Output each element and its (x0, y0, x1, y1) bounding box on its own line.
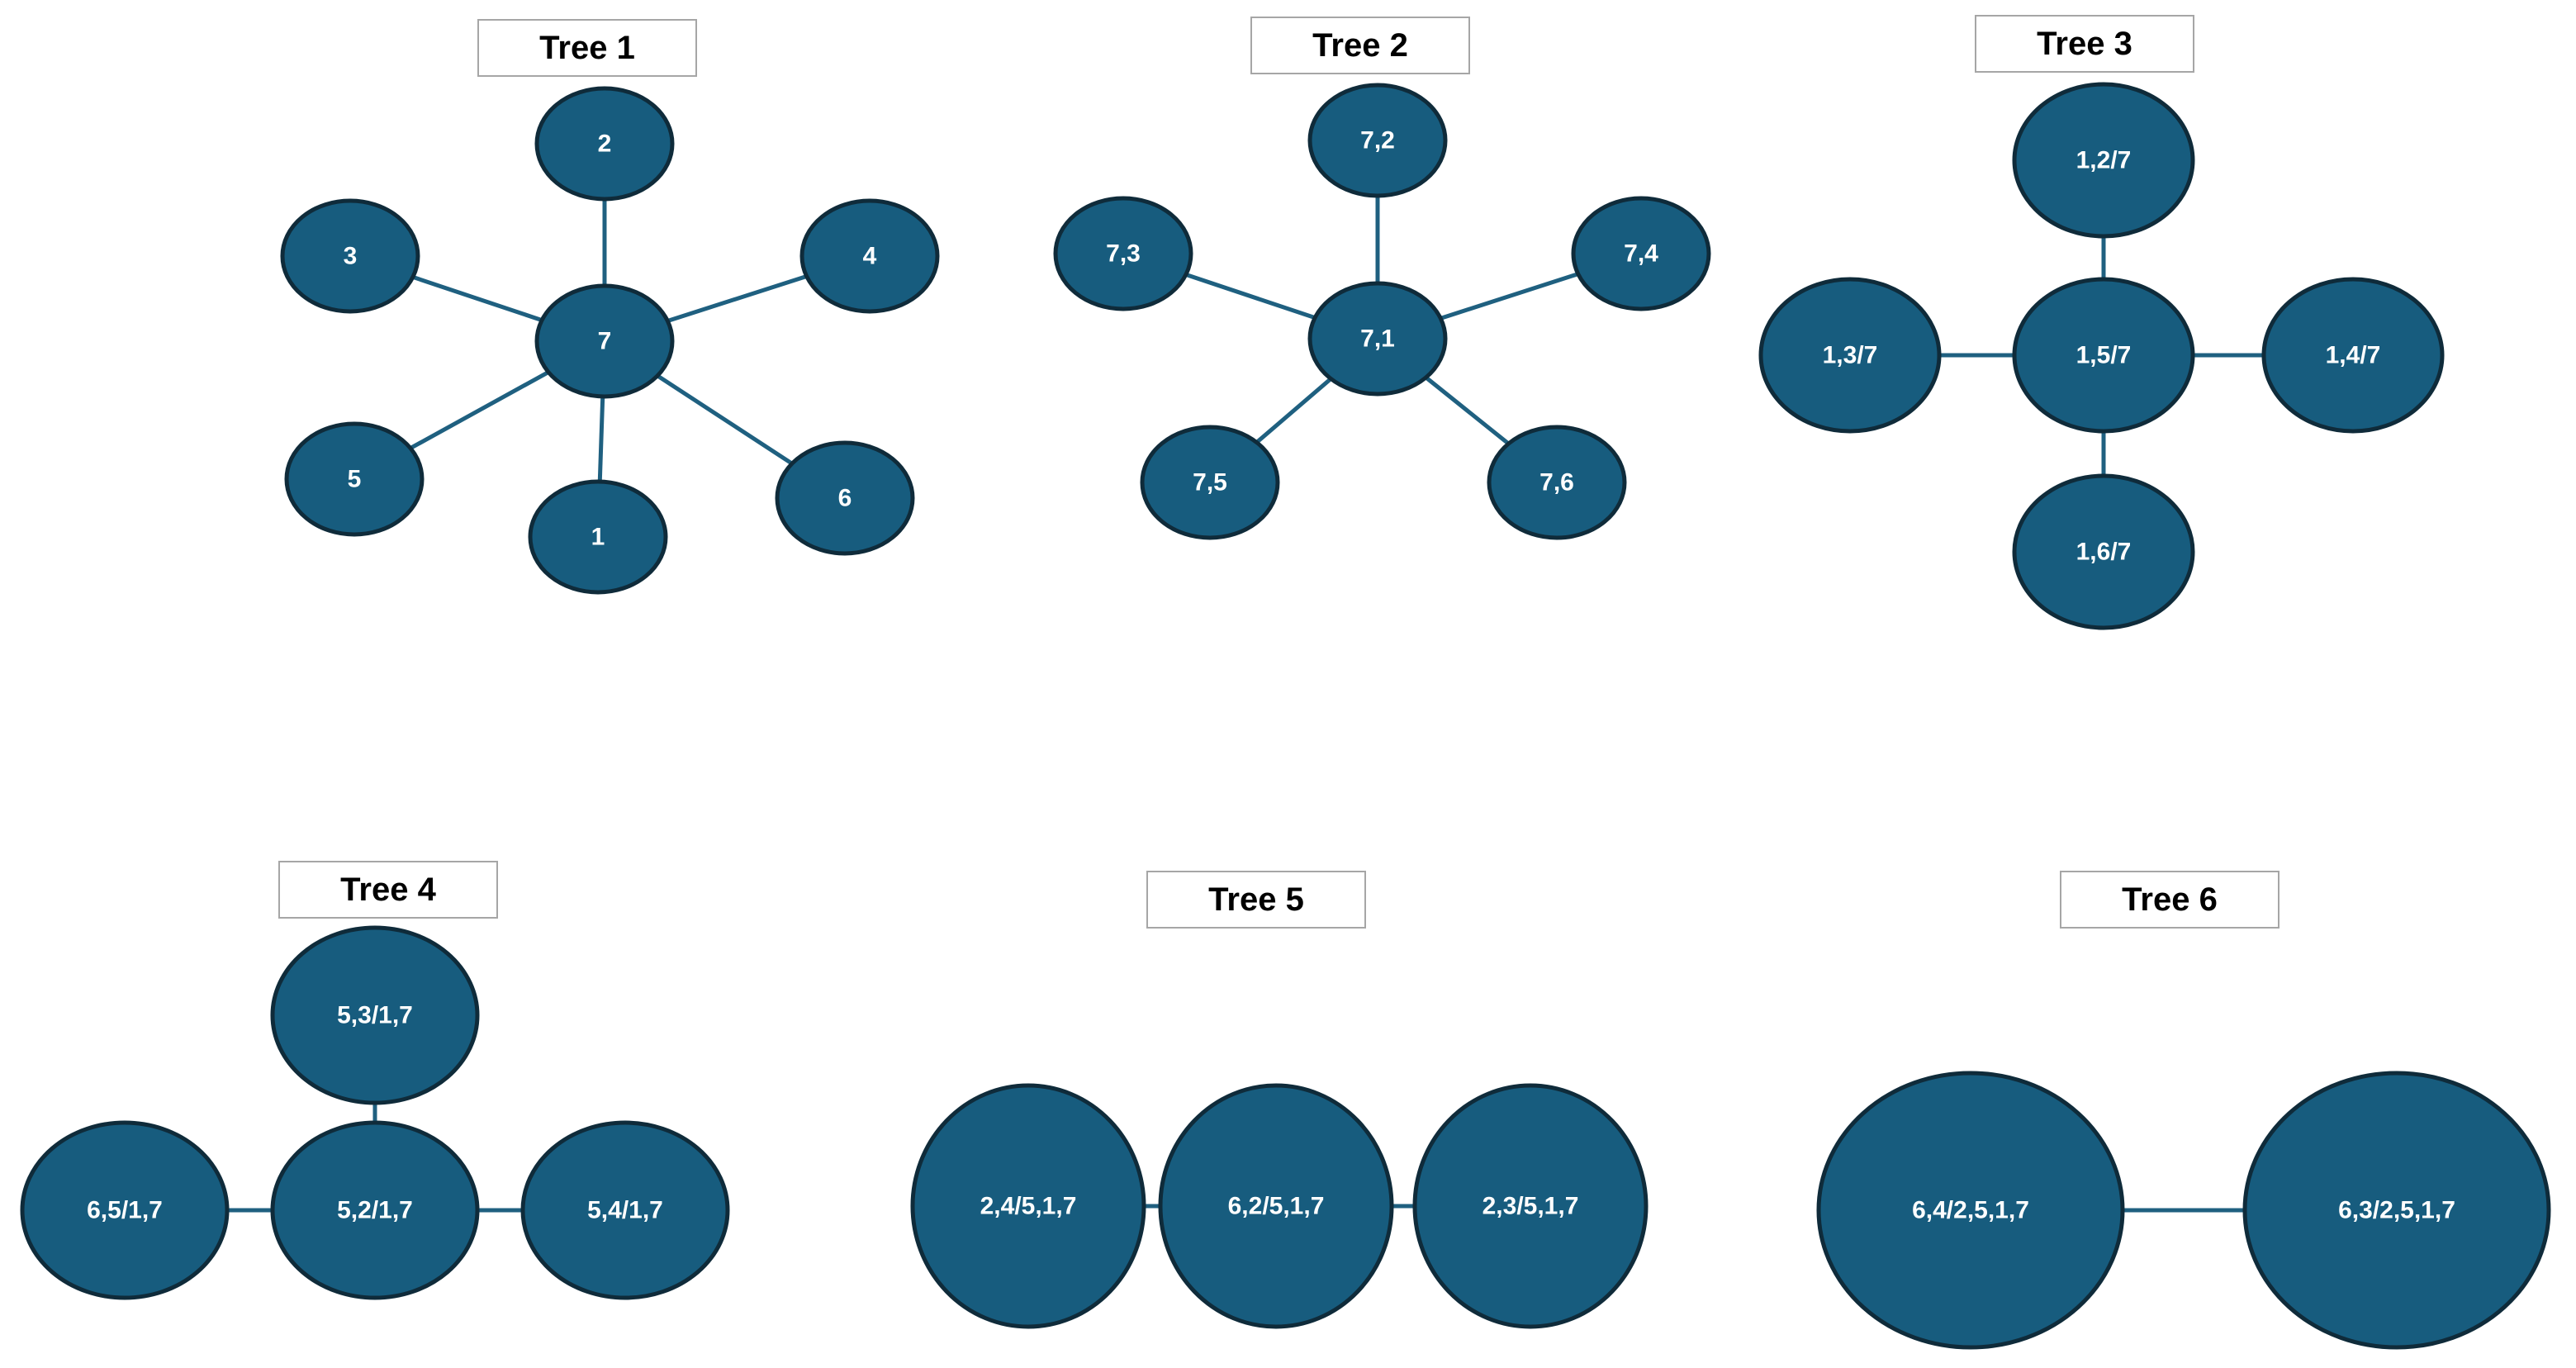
tree-2-node: 7,6 (1487, 425, 1627, 540)
node-ellipse (1487, 425, 1627, 540)
node-ellipse (2012, 82, 2195, 239)
node-label: 6 (838, 485, 852, 512)
node-ellipse (534, 86, 675, 202)
tree-3-node: 1,3/7 (1758, 277, 1942, 434)
tree-1-title: Tree 1 (477, 19, 697, 77)
node-label: 5,4/1,7 (587, 1197, 663, 1224)
node-label: 1,3/7 (1823, 342, 1878, 369)
tree-2-node: 7,2 (1307, 83, 1448, 198)
node-label: 1,6/7 (2076, 539, 2132, 566)
tree-6-title: Tree 6 (2060, 871, 2279, 929)
node-label: 2,3/5,1,7 (1483, 1193, 1579, 1220)
node-ellipse (1307, 281, 1448, 397)
node-label: 1,2/7 (2076, 147, 2132, 174)
node-label: 1 (591, 524, 605, 551)
node-ellipse (1158, 1083, 1394, 1329)
tree-1-node: 6 (775, 440, 915, 556)
tree-3-node: 1,4/7 (2261, 277, 2445, 434)
node-label: 7,3 (1106, 240, 1141, 268)
tree-6-node: 6,4/2,5,1,7 (1816, 1071, 2125, 1350)
node-ellipse (270, 1120, 480, 1300)
tree-2-node: 7,3 (1053, 196, 1193, 311)
node-label: 7,6 (1539, 469, 1574, 496)
node-label: 5 (348, 466, 362, 493)
tree-4-node: 5,2/1,7 (270, 1120, 480, 1300)
node-label: 7,1 (1360, 325, 1395, 353)
node-label: 6,4/2,5,1,7 (1912, 1197, 2029, 1224)
node-ellipse (1571, 196, 1711, 311)
tree-1-node: 2 (534, 86, 675, 202)
tree-3-node: 1,6/7 (2012, 473, 2195, 630)
node-ellipse (2012, 473, 2195, 630)
node-label: 7 (598, 328, 612, 355)
node-ellipse (528, 479, 668, 595)
node-label: 6,2/5,1,7 (1228, 1193, 1325, 1220)
node-ellipse (1307, 83, 1448, 198)
node-ellipse (520, 1120, 730, 1300)
node-ellipse (775, 440, 915, 556)
node-label: 6,5/1,7 (87, 1197, 163, 1224)
tree-5-title: Tree 5 (1146, 871, 1366, 929)
node-ellipse (910, 1083, 1146, 1329)
node-ellipse (20, 1120, 230, 1300)
tree-1-node: 4 (799, 198, 940, 314)
tree-4-node: 5,3/1,7 (270, 925, 480, 1105)
node-label: 2,4/5,1,7 (980, 1193, 1077, 1220)
tree-4-node: 5,4/1,7 (520, 1120, 730, 1300)
tree-4-node: 6,5/1,7 (20, 1120, 230, 1300)
node-ellipse (284, 421, 425, 537)
tree-1-node: 7 (534, 283, 675, 399)
node-ellipse (1053, 196, 1193, 311)
node-ellipse (2012, 277, 2195, 434)
tree-2-node: 7,1 (1307, 281, 1448, 397)
tree-1-node: 1 (528, 479, 668, 595)
node-ellipse (2261, 277, 2445, 434)
tree-6-node: 6,3/2,5,1,7 (2242, 1071, 2551, 1350)
tree-3-title: Tree 3 (1975, 15, 2194, 73)
tree-1-node: 3 (280, 198, 420, 314)
node-label: 1,4/7 (2326, 342, 2381, 369)
tree-5-node: 6,2/5,1,7 (1158, 1083, 1394, 1329)
tree-2-node: 7,5 (1140, 425, 1280, 540)
tree-1-node: 5 (284, 421, 425, 537)
node-ellipse (1758, 277, 1942, 434)
node-ellipse (1816, 1071, 2125, 1350)
node-ellipse (270, 925, 480, 1105)
node-label: 1,5/7 (2076, 342, 2132, 369)
node-ellipse (1140, 425, 1280, 540)
tree-5-node: 2,3/5,1,7 (1412, 1083, 1649, 1329)
node-label: 5,3/1,7 (337, 1002, 413, 1029)
node-label: 5,2/1,7 (337, 1197, 413, 1224)
tree-3-node: 1,2/7 (2012, 82, 2195, 239)
node-label: 7,2 (1360, 127, 1395, 154)
node-ellipse (2242, 1071, 2551, 1350)
tree-2-title: Tree 2 (1250, 17, 1470, 74)
tree-4-title: Tree 4 (278, 861, 498, 919)
node-ellipse (1412, 1083, 1649, 1329)
node-label: 4 (863, 243, 877, 270)
node-ellipse (280, 198, 420, 314)
node-label: 6,3/2,5,1,7 (2338, 1197, 2455, 1224)
tree-5-node: 2,4/5,1,7 (910, 1083, 1146, 1329)
tree-2-node: 7,4 (1571, 196, 1711, 311)
node-ellipse (799, 198, 940, 314)
nodes-layer: 2 3 4 7 5 1 6 7,2 7,3 7,4 7,1 7,5 7,6 1,2/7 1,3/7 1,5/7… (20, 82, 2551, 1350)
node-label: 3 (344, 243, 358, 270)
node-ellipse (534, 283, 675, 399)
node-label: 7,4 (1624, 240, 1658, 268)
node-label: 2 (598, 131, 612, 158)
tree-3-node: 1,5/7 (2012, 277, 2195, 434)
node-label: 7,5 (1193, 469, 1227, 496)
